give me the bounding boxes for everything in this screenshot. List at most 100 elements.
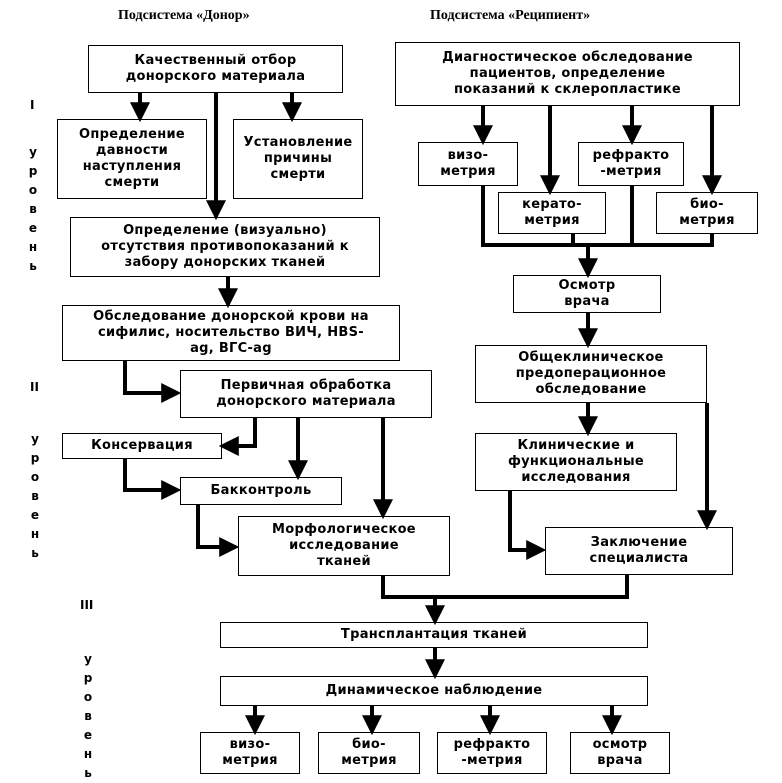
vertical-letter: у bbox=[31, 432, 39, 446]
bac-control-box: Бакконтроль bbox=[180, 477, 342, 505]
box-text-line: смерти bbox=[104, 175, 160, 190]
box-text-line: исследования bbox=[521, 470, 631, 485]
box-text-line: осмотр bbox=[592, 737, 648, 752]
box-text-line: тканей bbox=[317, 554, 371, 569]
vertical-letter: ь bbox=[84, 766, 92, 780]
box-text-line: наступления bbox=[82, 159, 182, 174]
refractometry-box: рефракто-метрия bbox=[578, 142, 684, 186]
final-refractometry-box: рефракто-метрия bbox=[437, 732, 547, 774]
box-text-line: пациентов, определение bbox=[469, 66, 666, 81]
conservation-box: Консервация bbox=[62, 433, 222, 459]
box-text: био-метрия bbox=[679, 197, 735, 229]
box-text: визо-метрия bbox=[222, 737, 278, 769]
box-text: Бакконтроль bbox=[210, 483, 311, 499]
arrow-processing-to-conservation bbox=[218, 418, 257, 456]
box-text: керато-метрия bbox=[522, 197, 582, 229]
arrow-clinical-to-conclusion bbox=[508, 491, 547, 560]
box-text-line: Осмотр bbox=[558, 278, 616, 293]
box-text-line: Общеклиническое bbox=[518, 350, 664, 365]
box-text-line: смерти bbox=[270, 167, 326, 182]
arrow-blood-to-processing bbox=[123, 361, 182, 403]
level-3-label: III bbox=[80, 598, 94, 612]
box-text-line: Трансплантация тканей bbox=[340, 627, 528, 642]
arrow-conservation-to-bac-control bbox=[123, 459, 182, 500]
box-text-line: функциональные bbox=[507, 454, 645, 469]
observation-box: Динамическое наблюдение bbox=[220, 676, 648, 706]
visometry-box: визо-метрия bbox=[418, 142, 518, 186]
box-text-line: -метрия bbox=[600, 164, 662, 179]
vertical-letter: е bbox=[83, 728, 93, 742]
box-text-line: специалиста bbox=[589, 551, 689, 566]
box-text-line: рефракто bbox=[592, 148, 670, 163]
vertical-letter: н bbox=[30, 527, 40, 541]
box-text-line: донорского материала bbox=[216, 394, 396, 409]
box-text: рефракто-метрия bbox=[454, 737, 531, 769]
header-donor: Подсистема «Донор» bbox=[118, 8, 250, 23]
vertical-letter: у bbox=[29, 145, 37, 159]
box-text-line: Бакконтроль bbox=[210, 483, 312, 498]
final-biometry-box: био-метрия bbox=[318, 732, 420, 774]
vertical-letter: р bbox=[30, 451, 40, 465]
box-text-line: Качественный отбор bbox=[134, 53, 297, 68]
vertical-letter: р bbox=[83, 671, 93, 685]
box-text-line: керато- bbox=[522, 197, 582, 212]
box-text-line: ag, ВГС-ag bbox=[190, 341, 272, 356]
box-text-line: визо- bbox=[229, 737, 271, 752]
box-text-line: рефракто bbox=[453, 737, 531, 752]
level-2-label: II bbox=[30, 380, 39, 394]
box-text-line: Первичная обработка bbox=[220, 378, 392, 393]
box-text-line: отсутствия противопоказаний к bbox=[101, 239, 349, 254]
box-text-line: исследование bbox=[289, 538, 399, 553]
box-text: рефракто-метрия bbox=[593, 148, 670, 180]
box-text-line: Морфологическое bbox=[272, 522, 416, 537]
level-1-label: I bbox=[30, 98, 35, 112]
box-text-line: забору донорских тканей bbox=[124, 255, 326, 270]
box-text: Определение (визуально)отсутствия против… bbox=[101, 223, 349, 271]
box-text-line: био- bbox=[690, 197, 724, 212]
box-text-line: Определение (визуально) bbox=[123, 223, 327, 238]
vertical-letter: е bbox=[30, 508, 40, 522]
box-text-line: визо- bbox=[447, 148, 489, 163]
vertical-letter: в bbox=[84, 709, 92, 723]
box-text-line: Заключение bbox=[590, 535, 688, 550]
box-text-line: предоперационное bbox=[515, 366, 667, 381]
keratometry-box: керато-метрия bbox=[498, 192, 606, 234]
vertical-letter: в bbox=[31, 489, 39, 503]
vertical-letter: р bbox=[28, 164, 38, 178]
box-text-line: био- bbox=[352, 737, 386, 752]
vertical-letter: о bbox=[30, 470, 40, 484]
arrow-bac-control-to-morphology bbox=[196, 505, 240, 557]
box-text-line: врача bbox=[564, 294, 610, 309]
box-text-line: Клинические и bbox=[517, 438, 635, 453]
box-text-line: метрия bbox=[341, 753, 397, 768]
vertical-letter: ь bbox=[31, 546, 39, 560]
box-text-line: Установление bbox=[243, 135, 353, 150]
box-text-line: врача bbox=[597, 753, 643, 768]
box-text-line: давности bbox=[95, 143, 169, 158]
biometry-box: био-метрия bbox=[656, 192, 758, 234]
box-text: визо-метрия bbox=[440, 148, 496, 180]
